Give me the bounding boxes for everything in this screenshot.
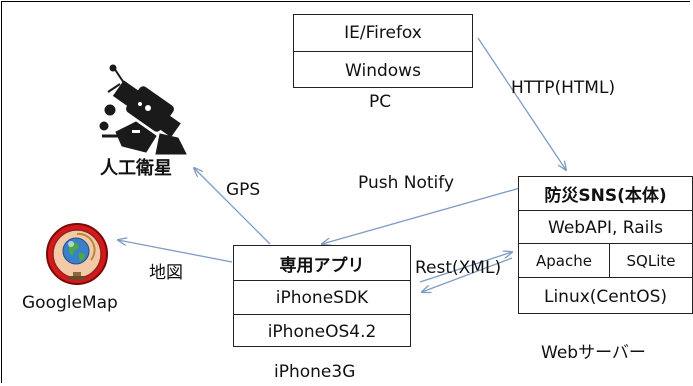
edge-label-map: 地図: [149, 263, 183, 283]
arrow-http: [477, 37, 566, 170]
iphone-caption: iPhone3G: [274, 362, 356, 382]
server-layer-app: 防災SNS(本体): [544, 186, 667, 206]
edge-label-rest: Rest(XML): [415, 258, 502, 278]
edge-label-gps: GPS: [226, 180, 261, 200]
iphone-stack: 専用アプリ iPhoneSDK iPhoneOS4.2: [233, 245, 411, 347]
server-stack: 防災SNS(本体) WebAPI, Rails Apache SQLite Li…: [518, 176, 693, 314]
server-sqlite-cell: SQLite: [626, 252, 676, 270]
iphone-layer-sdk: iPhoneSDK: [234, 280, 410, 315]
map-caption: GoogleMap: [22, 293, 118, 313]
server-caption: Webサーバー: [541, 343, 646, 363]
server-apache-cell: Apache: [519, 244, 610, 278]
server-layer-framework: WebAPI, Rails: [519, 210, 692, 244]
pc-layer-os: Windows: [294, 51, 472, 89]
edge-label-http: HTTP(HTML): [511, 78, 616, 98]
edge-label-push: Push Notify: [358, 173, 455, 193]
pc-caption: PC: [369, 92, 392, 112]
server-layer-middleware: Apache SQLite: [519, 243, 692, 278]
server-layer-os: Linux(CentOS): [519, 277, 692, 315]
arrow-gps: [194, 168, 271, 245]
globe-icon: [46, 223, 108, 285]
iphone-layer-os: iPhoneOS4.2: [234, 314, 410, 348]
iphone-layer-app: 専用アプリ: [279, 255, 365, 276]
satellite-icon: [99, 64, 187, 155]
arrow-map: [118, 240, 233, 263]
pc-layer-browser: IE/Firefox: [344, 23, 422, 43]
arrow-rest-down: [422, 257, 513, 292]
arrow-push-notify: [322, 187, 521, 244]
pc-stack: IE/Firefox Windows: [293, 14, 473, 88]
arrow-rest-up: [419, 252, 512, 283]
satellite-caption: 人工衛星: [100, 158, 172, 179]
